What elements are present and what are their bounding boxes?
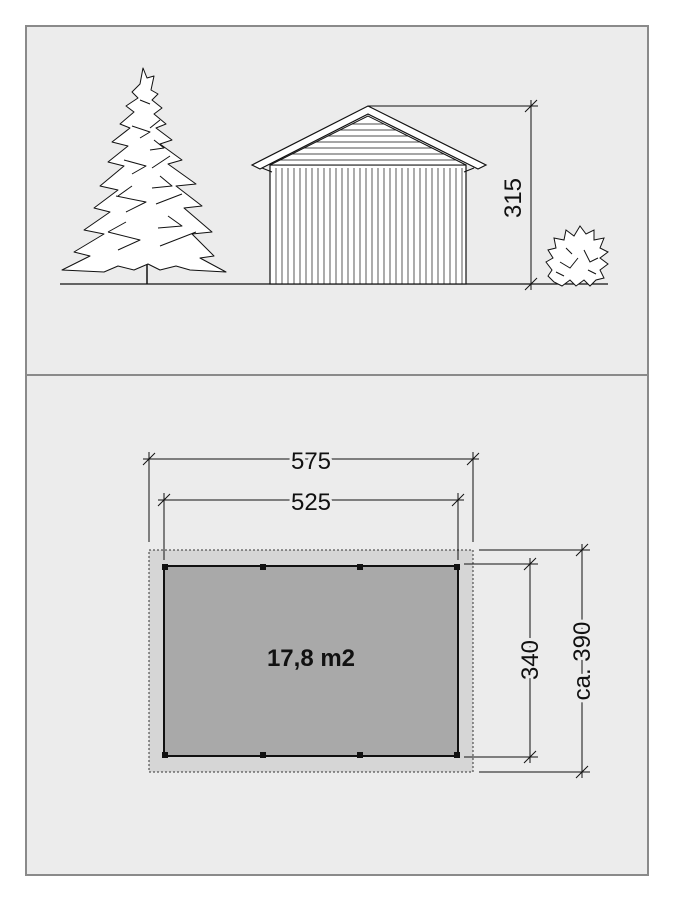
gable-cladding	[280, 123, 456, 161]
post	[454, 752, 460, 758]
shed-elevation	[250, 105, 488, 285]
wall-cladding	[275, 168, 463, 284]
post	[162, 564, 168, 570]
height-label: 315	[500, 178, 527, 218]
outer-width-label: 575	[291, 448, 331, 475]
post	[260, 564, 266, 570]
post	[357, 564, 363, 570]
shrub-icon	[545, 225, 609, 287]
post	[454, 564, 460, 570]
outer-depth-label: ca. 390	[569, 622, 596, 701]
inner-depth-dimension	[464, 557, 538, 764]
height-dimension	[368, 99, 538, 291]
floor-area-label: 17,8 m2	[267, 645, 355, 672]
posts	[162, 564, 460, 758]
inner-width-label: 525	[291, 489, 331, 516]
tree-icon	[61, 67, 227, 284]
floor-area	[163, 565, 459, 757]
post	[357, 752, 363, 758]
outer-width-dimension	[142, 452, 480, 542]
post	[162, 752, 168, 758]
inner-depth-label: 340	[517, 640, 544, 680]
outer-depth-dimension	[479, 543, 590, 779]
inner-width-dimension	[157, 493, 465, 560]
post	[260, 752, 266, 758]
